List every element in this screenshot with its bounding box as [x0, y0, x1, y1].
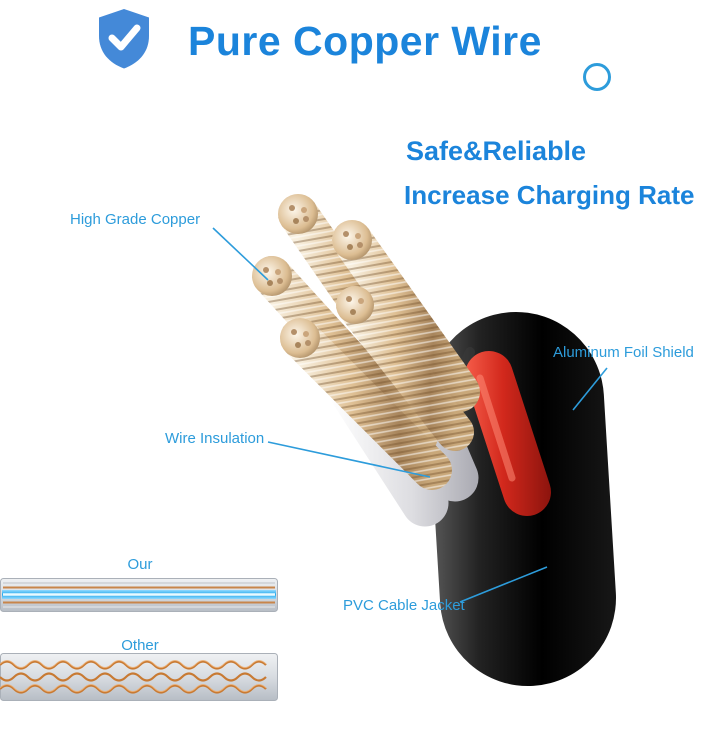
comparison-our-label: Our [127, 556, 153, 573]
white-insulation-wires [328, 321, 479, 527]
callout-lines [212, 227, 608, 603]
callout-line-aluminum-foil-shield [572, 367, 608, 411]
green-wire [390, 376, 416, 410]
comparison-our-swatch [0, 578, 278, 612]
label-wire-insulation: Wire Insulation [165, 430, 265, 447]
copper-strand-bundles [252, 194, 480, 490]
comparison-other-swatch [0, 653, 278, 701]
copper-bundle [332, 220, 480, 412]
label-aluminum-foil-shield: Aluminum Foil Shield [553, 344, 694, 361]
copper-bundle [336, 286, 474, 451]
copper-bundle [280, 318, 452, 490]
shield-check-icon [99, 9, 149, 69]
callout-line-pvc-cable-jacket [459, 566, 548, 603]
copper-bundle [278, 194, 440, 410]
callout-line-wire-insulation [267, 441, 431, 478]
callout-line-high-grade-copper [212, 227, 269, 281]
benefit-safe-reliable: Safe&Reliable [406, 136, 587, 166]
page-title: Pure Copper Wire [188, 18, 542, 64]
red-wire [465, 351, 551, 516]
label-high-grade-copper: High Grade Copper [70, 211, 201, 228]
pvc-jacket [428, 312, 616, 686]
comparison-other-label: Other [121, 637, 159, 654]
copper-bundle [252, 256, 438, 456]
label-pvc-cable-jacket: PVC Cable Jacket [343, 597, 465, 614]
circle-badge-icon [583, 63, 611, 91]
benefit-charging-rate: Increase Charging Rate [404, 180, 695, 210]
